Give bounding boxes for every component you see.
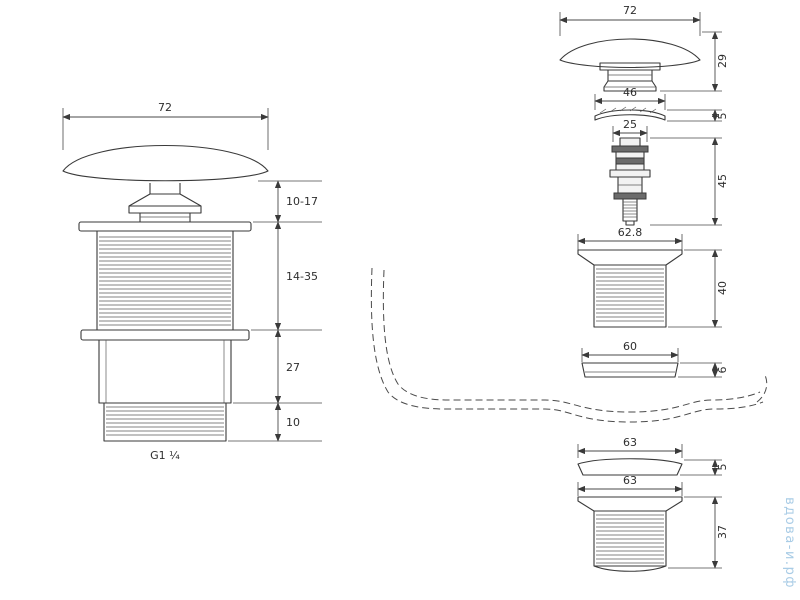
dim-bottom-label: 10: [286, 416, 300, 429]
stud-thread-hatch: [623, 201, 637, 218]
dim-tail-width-label: 63: [623, 474, 637, 487]
dim-cap-label: 10-17: [286, 195, 318, 208]
dim-ring-height-label: 6: [716, 367, 729, 374]
dim-ring-width-label: 60: [623, 340, 637, 353]
lower-flange: [80, 329, 250, 341]
dim-washer-width-label: 46: [623, 86, 637, 99]
dim-left-chain: 10-17 14-35 27 10: [228, 180, 322, 442]
popup-mechanism: [128, 183, 202, 223]
bottom-threaded-body: [103, 402, 227, 442]
dim-body-width-label: 62.8: [618, 226, 643, 239]
dim-mech-width-label: 25: [623, 118, 637, 131]
dim-body-height-label: 40: [716, 281, 729, 295]
exploded-mechanism: 25 45: [609, 118, 729, 226]
dim-thread-label: 14-35: [286, 270, 318, 283]
bottom-thread-hatch: [106, 406, 224, 436]
exploded-ring: 60 6: [581, 340, 729, 378]
stud-threads: [622, 198, 638, 222]
watermark-text: вдова-и.рф: [782, 497, 797, 589]
thread-spec-label: G1 ¼: [150, 449, 180, 462]
exploded-cap: 72 29: [559, 4, 729, 92]
exploded-view: 72 29 46 5: [370, 4, 768, 572]
dim-cap-height-label: 29: [716, 54, 729, 68]
upper-thread-hatch: [99, 236, 231, 326]
upper-flange: [78, 221, 252, 232]
exploded-washer: 46 5: [594, 86, 729, 122]
exploded-gasket: 63 5: [577, 436, 729, 476]
upper-threaded-body: [96, 230, 234, 331]
dim-left-width: 72: [62, 101, 269, 150]
dim-washer-height-label: 5: [716, 113, 729, 120]
exploded-tailpiece: 63 37: [577, 474, 729, 572]
assembled-view: 72: [62, 101, 322, 462]
dim-gasket-width-label: 63: [623, 436, 637, 449]
dim-mech-height-label: 45: [716, 174, 729, 188]
tail-thread-hatch: [596, 514, 664, 564]
dim-body-label: 27: [286, 361, 300, 374]
dim-tail-height-label: 37: [716, 525, 729, 539]
dim-gasket-height-label: 5: [716, 464, 729, 471]
exploded-threaded-body: 62.8 40: [577, 226, 729, 328]
sink-section-dashed: [370, 267, 768, 423]
body-thread-hatch: [596, 268, 664, 322]
dim-cap-width-label: 72: [623, 4, 637, 17]
plain-body: [98, 339, 232, 404]
cap-dome: [62, 144, 269, 182]
dim-left-width-label: 72: [158, 101, 172, 114]
